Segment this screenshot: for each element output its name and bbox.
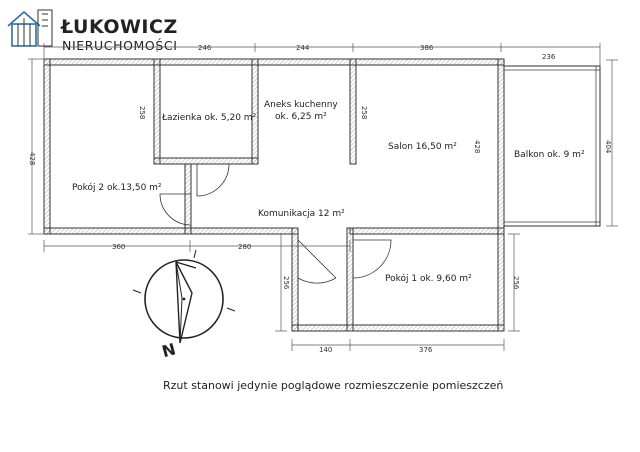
wall-lazienka-bottom bbox=[153, 157, 259, 165]
wall-lazienka-left bbox=[153, 58, 161, 165]
dim-top-386: 386 bbox=[420, 44, 434, 52]
room-label-salon: Salon 16,50 m² bbox=[388, 142, 457, 152]
wall-pokoj1-left bbox=[291, 227, 299, 332]
wall-left bbox=[43, 58, 51, 235]
wall-lazienka-right bbox=[251, 58, 259, 165]
dim-right-404: 404 bbox=[604, 140, 612, 154]
door-lazienka bbox=[196, 163, 230, 197]
dim-pokoj1-256-right: 256 bbox=[512, 276, 520, 290]
dim-top-246: 246 bbox=[198, 44, 212, 52]
dim-salon-428: 428 bbox=[473, 140, 481, 153]
wall-aneks-salon bbox=[349, 58, 357, 165]
room-label-pokoj1: Pokój 1 ok. 9,60 m² bbox=[385, 273, 472, 284]
door-entrance bbox=[297, 239, 337, 284]
compass-north-label: N bbox=[160, 339, 178, 361]
room-label-lazienka: Łazienka ok. 5,20 m² bbox=[161, 113, 257, 123]
doors bbox=[159, 163, 392, 284]
house-logo-icon bbox=[7, 9, 53, 47]
wall-pokoj2-right bbox=[184, 163, 192, 235]
wall-bottom-right bbox=[349, 227, 505, 235]
dim-bottom-280: 280 bbox=[238, 243, 251, 251]
wall-salon-right bbox=[497, 58, 505, 332]
compass-icon bbox=[132, 249, 236, 344]
room-label-balkon: Balkon ok. 9 m² bbox=[514, 150, 585, 160]
plan-caption: Rzut stanowi jedynie poglądowe rozmieszc… bbox=[163, 379, 503, 392]
dim-top-244: 244 bbox=[296, 44, 310, 52]
dim-top-236: 236 bbox=[542, 53, 556, 61]
room-label-komunikacja: Komunikacja 12 m² bbox=[258, 209, 345, 219]
dim-aneks-258: 258 bbox=[360, 106, 368, 119]
room-label-aneks-line2: ok. 6,25 m² bbox=[275, 112, 327, 122]
wall-top bbox=[43, 58, 505, 66]
wall-pokoj1-partition bbox=[346, 227, 354, 332]
logo-subtitle-text: NIERUCHOMOŚCI bbox=[62, 38, 178, 53]
brand-logo: ŁUKOWICZ NIERUCHOMOŚCI bbox=[7, 9, 178, 53]
door-pokoj1 bbox=[352, 239, 392, 279]
balcony bbox=[503, 65, 601, 227]
dim-bottom-140: 140 bbox=[319, 346, 332, 354]
door-pokoj2 bbox=[159, 193, 192, 226]
room-label-aneks-line1: Aneks kuchenny bbox=[264, 100, 338, 110]
dim-left-428: 428 bbox=[28, 152, 36, 165]
wall-pokoj1-bottom bbox=[291, 324, 505, 332]
wall-bottom-left bbox=[43, 227, 299, 235]
dimension-lines bbox=[28, 43, 618, 351]
dim-bottom-360: 360 bbox=[112, 243, 125, 251]
dim-lazienka-258: 258 bbox=[138, 106, 146, 119]
dim-bottom-376: 376 bbox=[419, 346, 433, 354]
logo-brand-text: ŁUKOWICZ bbox=[60, 16, 178, 38]
walls bbox=[43, 58, 505, 332]
dim-pokoj1-256-left: 256 bbox=[282, 276, 290, 290]
room-label-pokoj2: Pokój 2 ok.13,50 m² bbox=[72, 182, 162, 193]
